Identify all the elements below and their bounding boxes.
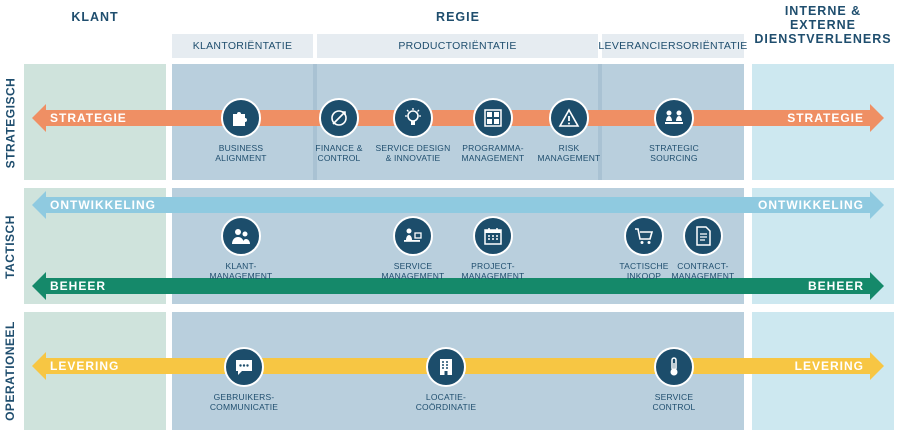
arrow-levering-right-label: LEVERING — [794, 359, 864, 373]
node-label-line1: PROJECT- — [471, 261, 515, 271]
node-label-line1: LOCATIE- — [425, 392, 467, 402]
arrow-strategie-left-label: STRATEGIE — [50, 111, 127, 125]
column-header-regie: REGIE — [436, 10, 480, 24]
row-label-strategisch-text: STRATEGISCH — [3, 77, 17, 169]
node-label-line1: TACTISCHE — [619, 261, 669, 271]
cart-icon — [624, 216, 664, 256]
node-service-design: SERVICE DESIGN& INNOVATIE — [363, 98, 463, 163]
node-label-line1: STRATEGIC — [649, 143, 699, 153]
subheader-klantorientatie: KLANTORIËNTATIE — [172, 34, 313, 58]
node-label-line1: SERVICE DESIGN — [375, 143, 451, 153]
column-header-extern: INTERNE & EXTERNE DIENSTVERLENERS — [750, 4, 896, 46]
node-contract-management: CONTRACT-MANAGEMENT — [653, 216, 753, 281]
node-programma-management: PROGRAMMA-MANAGEMENT — [443, 98, 543, 163]
arrow-ontwikkeling: ONTWIKKELING ONTWIKKELING — [32, 191, 884, 219]
thermometer-icon — [654, 347, 694, 387]
arrow-ontwikkeling-right-label: ONTWIKKELING — [758, 198, 864, 212]
node-label-line2: COÖRDINATIE — [415, 402, 477, 412]
node-label-line2: MANAGEMENT — [537, 153, 601, 163]
node-klant-management: KLANT-MANAGEMENT — [191, 216, 291, 281]
node-label-line1: BUSINESS — [218, 143, 264, 153]
node-label-line2: MANAGEMENT — [381, 271, 445, 281]
node-label-line2: CONTROL — [317, 153, 361, 163]
row-label-operationeel: OPERATIONEEL — [0, 312, 20, 430]
node-label-line2: MANAGEMENT — [461, 153, 525, 163]
column-header-extern-line1: INTERNE & EXTERNE — [784, 4, 862, 32]
arrow-beheer-shape — [32, 272, 884, 300]
node-label-line1: GEBRUIKERS- — [213, 392, 275, 402]
node-label-line1: KLANT- — [225, 261, 257, 271]
column-header-klant: KLANT — [71, 10, 119, 24]
row-label-tactisch: TACTISCH — [0, 188, 20, 306]
chat-icon — [224, 347, 264, 387]
subheader-leveranciersorientatie: LEVERANCIERSORIËNTATIE — [598, 34, 747, 58]
arrow-beheer: BEHEER BEHEER — [32, 272, 884, 300]
node-label-line1: FINANCE & — [315, 143, 363, 153]
node-label-line1: SERVICE — [393, 261, 433, 271]
arrow-beheer-right-label: BEHEER — [807, 279, 864, 293]
people-icon — [221, 216, 261, 256]
node-gebruikers-communicatie: GEBRUIKERS-COMMUNICATIE — [194, 347, 294, 412]
node-label-line1: RISK — [558, 143, 580, 153]
node-project-management: PROJECT-MANAGEMENT — [443, 216, 543, 281]
compass-icon — [319, 98, 359, 138]
lightbulb-icon — [393, 98, 433, 138]
column-header-extern-line2: DIENSTVERLENERS — [754, 32, 892, 46]
node-label-line2: MANAGEMENT — [209, 271, 273, 281]
node-locatie-coordinatie: LOCATIE-COÖRDINATIE — [396, 347, 496, 412]
building-icon — [426, 347, 466, 387]
warning-icon — [549, 98, 589, 138]
row-label-operationeel-text: OPERATIONEEL — [3, 321, 18, 421]
node-label-line2: MANAGEMENT — [461, 271, 525, 281]
row-label-strategisch: STRATEGISCH — [0, 64, 20, 182]
node-label-line2: MANAGEMENT — [671, 271, 735, 281]
node-finance-control: FINANCE &CONTROL — [289, 98, 389, 163]
node-label-line1: CONTRACT- — [677, 261, 729, 271]
row-label-tactisch-text: TACTISCH — [3, 215, 17, 279]
node-label-line1: SERVICE — [654, 392, 694, 402]
node-label-line2: CONTROL — [652, 402, 696, 412]
subheader-productorientatie: PRODUCTORIËNTATIE — [317, 34, 598, 58]
arrow-strategie-right-label: STRATEGIE — [787, 111, 864, 125]
document-icon — [683, 216, 723, 256]
calendar-icon — [473, 216, 513, 256]
node-label-line2: SOURCING — [650, 153, 698, 163]
meeting-icon — [654, 98, 694, 138]
arrow-beheer-left-label: BEHEER — [50, 279, 107, 293]
desk-icon — [393, 216, 433, 256]
node-label-line2: INKOOP — [626, 271, 662, 281]
arrow-levering-left-label: LEVERING — [50, 359, 120, 373]
arrow-ontwikkeling-left-label: ONTWIKKELING — [50, 198, 156, 212]
node-label-line1: PROGRAMMA- — [462, 143, 524, 153]
arrow-ontwikkeling-shape — [32, 191, 884, 219]
node-label-line2: & INNOVATIE — [385, 153, 441, 163]
node-label-line2: ALIGNMENT — [215, 153, 267, 163]
puzzle-icon — [221, 98, 261, 138]
node-label-line2: COMMUNICATIE — [209, 402, 279, 412]
dashboard-icon — [473, 98, 513, 138]
